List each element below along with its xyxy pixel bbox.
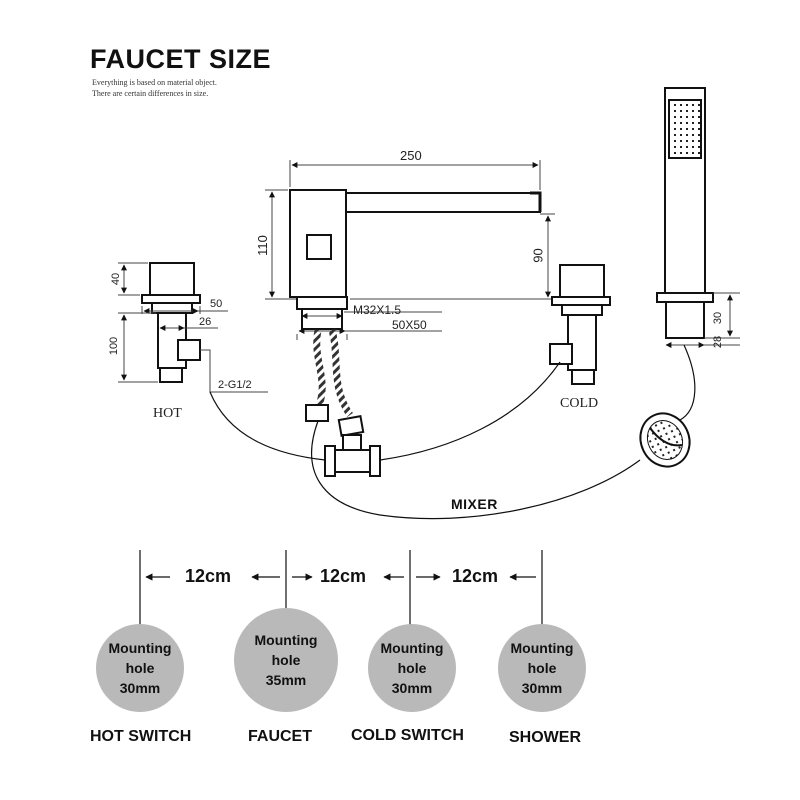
hole-size: 30mm [521,680,563,696]
hole-line: Mounting [380,640,444,656]
faucet-spout [289,189,542,330]
cold-label: COLD [560,396,599,411]
hole-line: hole [527,660,557,676]
hole-size: 35mm [265,672,307,688]
shower-head [639,412,691,468]
dim-26-label: 26 [199,316,212,328]
hole-line: Mounting [254,632,318,648]
dim-50x50-label: 50X50 [392,318,427,332]
mixer-label: MIXER [451,496,498,512]
dim-250-label: 250 [400,148,422,163]
dim-50-label: 50 [210,298,223,310]
dim-m32-label: M32X1.5 [353,303,402,317]
dim-30-label: 30 [712,311,725,325]
hole-shower: Mounting hole 30mm [498,624,586,712]
name-cold-switch: COLD SWITCH [351,727,464,744]
hole-line: hole [125,660,155,676]
note-line-1: Everything is based on material object. [92,78,217,87]
hole-faucet: Mounting hole 35mm [234,608,338,712]
dim-250-line [289,160,541,190]
hole-line: hole [397,660,427,676]
name-faucet: FAUCET [248,728,312,745]
hole-line: Mounting [108,640,172,656]
dim-90-label: 90 [530,248,546,263]
hole-size: 30mm [119,680,161,696]
gap-3-label: 12cm [452,566,499,586]
mixer-body [324,434,381,477]
hole-size: 30mm [391,680,433,696]
name-hot-switch: HOT SWITCH [90,728,192,745]
hole-line: Mounting [510,640,574,656]
dim-40-label: 40 [110,272,123,286]
dim-m32-leader [296,311,442,340]
note-line-2: There are certain differences in size. [92,89,209,98]
hole-line: hole [271,652,301,668]
dim-28-label: 28 [712,335,725,349]
gap-2-label: 12cm [320,566,367,586]
shower-dims [665,292,740,348]
hot-switch [141,262,201,383]
braided-hoses [305,329,365,437]
dim-g12-label: 2-G1/2 [218,379,252,391]
hole-hot-switch: Mounting hole 30mm [96,624,184,712]
page-title: FAUCET SIZE [90,44,272,74]
hot-label: HOT [153,406,182,421]
dim-110-label: 110 [254,235,270,256]
dim-100-label: 100 [108,336,121,356]
dim-110-line [265,189,296,300]
dim-90-line [350,213,555,300]
hot-dims [118,262,268,393]
mounting-guides [139,550,543,628]
gap-1-label: 12cm [185,566,232,586]
cold-switch [549,264,611,385]
name-shower: SHOWER [509,729,581,746]
connection-lines [209,344,696,520]
shower-handle [656,87,714,339]
hole-cold-switch: Mounting hole 30mm [368,624,456,712]
